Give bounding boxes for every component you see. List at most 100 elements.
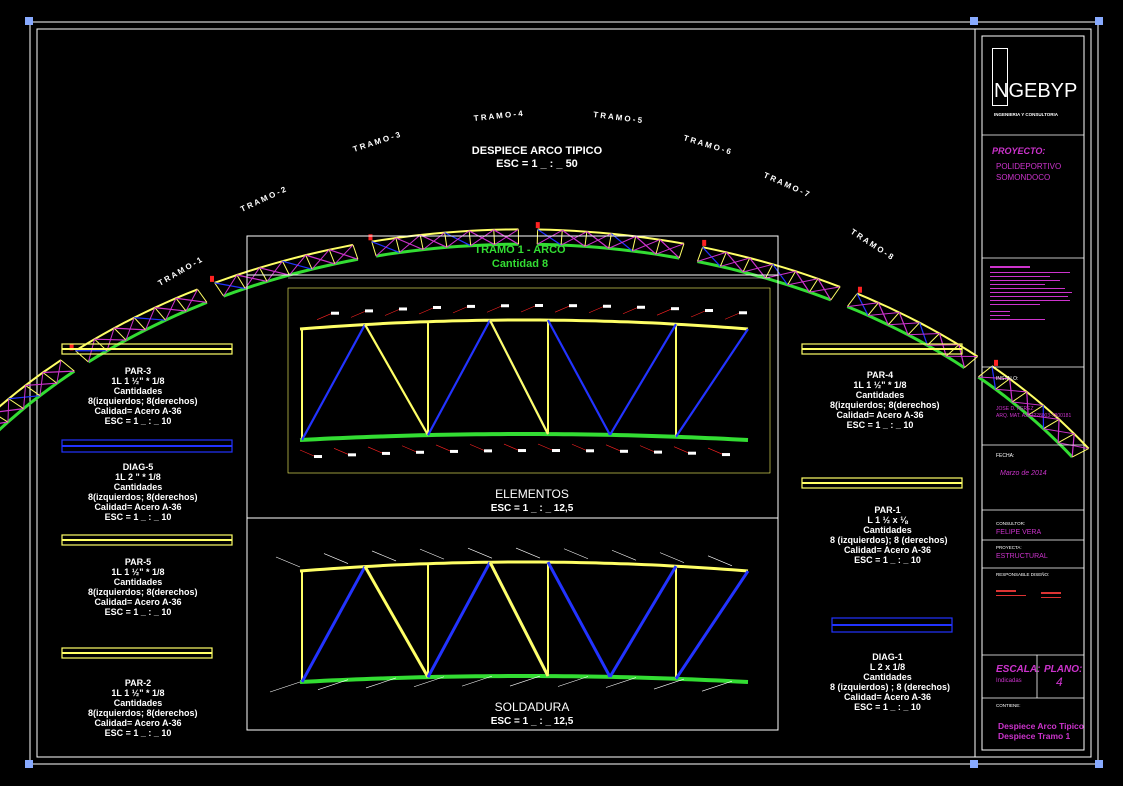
tramo-label-3: T R A M O - 3 bbox=[352, 130, 402, 154]
arch-diagonal bbox=[244, 267, 260, 289]
part-scale: ESC = 1 _ : _ 10 bbox=[846, 420, 914, 430]
leader-line bbox=[707, 447, 723, 455]
weld-leader bbox=[371, 550, 397, 562]
arch-diagonal bbox=[697, 251, 727, 262]
arch-diagonal bbox=[867, 311, 900, 316]
part-qty: 8 (izquierdos); 8 (derechos) bbox=[830, 535, 948, 545]
part-tag bbox=[552, 449, 560, 453]
arch-diagonal bbox=[787, 278, 819, 286]
arch-joint-mark bbox=[535, 222, 540, 229]
arch-diagonal bbox=[39, 372, 44, 396]
weld-leader bbox=[605, 677, 637, 688]
arch-vertical bbox=[787, 270, 797, 286]
arch-vertical bbox=[395, 237, 401, 253]
truss-bottom-chord bbox=[299, 432, 749, 442]
arch-truss bbox=[0, 222, 1090, 459]
weld-leader bbox=[323, 553, 349, 564]
leader-line bbox=[673, 446, 689, 453]
arch-vertical bbox=[175, 297, 187, 312]
part-spec: 1L 1 ½" * 1/8 bbox=[111, 376, 165, 386]
arch-joint-mark bbox=[69, 344, 74, 351]
arch-vertical bbox=[560, 230, 563, 246]
weld-leader bbox=[653, 678, 685, 690]
truss-diagonal bbox=[609, 323, 677, 436]
part-spec: 1L 1 ½" * 1/8 bbox=[853, 380, 907, 390]
arch-diagonal bbox=[165, 298, 177, 321]
consultant-value: FELIPE VERA bbox=[996, 529, 1042, 536]
part-qty-label: Cantidades bbox=[863, 672, 912, 682]
leader-line bbox=[299, 449, 315, 457]
detail-subtitle: Cantidad 8 bbox=[492, 258, 548, 270]
note-line bbox=[990, 311, 1010, 312]
truss-diagonal bbox=[547, 319, 611, 436]
truss-diagonal bbox=[427, 319, 491, 436]
drawing-frame bbox=[29, 21, 1099, 765]
part-tag bbox=[314, 455, 322, 459]
project2-value: ESTRUCTURAL bbox=[996, 553, 1048, 560]
arch-diagonal bbox=[1043, 428, 1075, 435]
part-tag bbox=[450, 449, 458, 453]
welding-scale: ESC = 1 _ : _ 12,5 bbox=[491, 716, 574, 727]
part-scale: ESC = 1 _ : _ 10 bbox=[104, 607, 172, 617]
part-scale: ESC = 1 _ : _ 10 bbox=[854, 702, 921, 712]
part-qty: 8(izquierdos; 8(derechos) bbox=[88, 492, 198, 502]
arch-diagonal bbox=[311, 249, 330, 270]
tramo-label-1: T R A M O - 1 bbox=[157, 255, 205, 288]
arch-diagonal bbox=[223, 274, 238, 297]
part-diag-1: DIAG-1 L 2 x 1/8 Cantidades 8 (izquierdo… bbox=[830, 652, 950, 712]
leader-line bbox=[486, 305, 502, 313]
scale-label: ESCALA: bbox=[996, 664, 1041, 675]
logo-mark bbox=[992, 48, 1008, 106]
arch-diagonal bbox=[399, 234, 421, 253]
truss-diagonal bbox=[546, 561, 612, 678]
arch-joint-mark bbox=[368, 234, 373, 241]
truss-envelope bbox=[287, 287, 771, 474]
elements-truss bbox=[287, 277, 771, 474]
arch-vertical bbox=[719, 252, 727, 267]
elements-title: ELEMENTOS bbox=[495, 487, 569, 501]
project2-label: PROYECTA: bbox=[996, 545, 1022, 550]
leader-line bbox=[384, 309, 400, 316]
part-qty: 8(izquierdos; 8(derechos) bbox=[88, 587, 198, 597]
weld-leader bbox=[467, 547, 493, 559]
note-line bbox=[990, 304, 1040, 305]
part-qty-label: Cantidades bbox=[863, 525, 912, 535]
project-name-1: POLIDEPORTIVO bbox=[996, 162, 1062, 171]
truss-diagonal bbox=[301, 324, 366, 441]
arch-vertical bbox=[60, 359, 75, 372]
welding-truss bbox=[269, 547, 750, 693]
arch-vertical bbox=[927, 333, 940, 346]
part-tag bbox=[637, 305, 645, 309]
arch-vertical bbox=[468, 230, 472, 246]
arch-vertical bbox=[1027, 405, 1044, 416]
leader-line bbox=[401, 445, 417, 453]
weld-leader bbox=[557, 676, 589, 687]
plan-label: PLANO: bbox=[1044, 664, 1083, 675]
part-tag bbox=[467, 304, 475, 308]
arch-diagonal bbox=[125, 317, 135, 341]
arch-vertical bbox=[352, 244, 359, 260]
part-name: PAR-2 bbox=[124, 678, 152, 688]
part-name: PAR-1 bbox=[874, 505, 901, 515]
arch-diagonal bbox=[289, 254, 307, 276]
part-scale: ESC = 1 _ : _ 10 bbox=[104, 728, 172, 738]
weld-leader bbox=[515, 547, 541, 559]
part-diag-5: DIAG-5 1L 2 " * 1/8 Cantidades 8(izquier… bbox=[88, 462, 198, 522]
plan-number: 4 bbox=[1056, 675, 1063, 689]
arch-vertical bbox=[846, 293, 858, 307]
arch-diagonal bbox=[1028, 414, 1060, 420]
arch-vertical bbox=[678, 243, 685, 259]
arch-vertical bbox=[282, 260, 290, 276]
part-quality: Calidad= Acero A-36 bbox=[94, 597, 182, 607]
arch-vertical bbox=[696, 247, 704, 262]
content-label: CONTIENE: bbox=[996, 703, 1021, 708]
arch-vertical bbox=[887, 312, 900, 326]
note-line bbox=[990, 288, 1065, 289]
date-label: FECHA: bbox=[996, 453, 1015, 459]
weld-leader bbox=[659, 552, 685, 563]
leader-line bbox=[469, 444, 485, 451]
weld-leader bbox=[317, 679, 349, 691]
part-scale: ESC = 1 _ : _ 10 bbox=[854, 555, 921, 565]
arch-diagonal bbox=[266, 260, 283, 282]
responsible-label: RESPONSABLE DISEÑO: bbox=[996, 572, 1050, 577]
